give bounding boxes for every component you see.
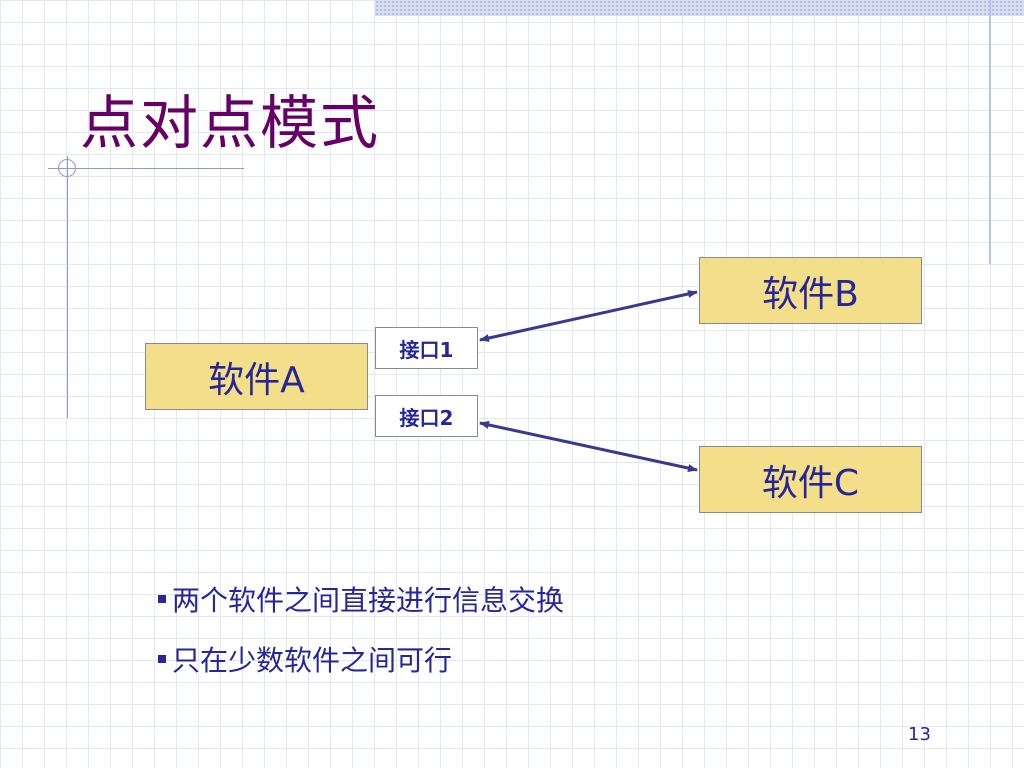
square-bullet-icon (158, 595, 166, 603)
interface-1-label: 接口1 (399, 337, 454, 362)
top-decoration-strip (375, 0, 1024, 16)
right-decoration-rule (989, 0, 991, 264)
software-a-label: 软件A (208, 359, 305, 401)
bullet-item: 两个软件之间直接进行信息交换 (158, 580, 564, 618)
bullet-text: 两个软件之间直接进行信息交换 (172, 584, 565, 617)
software-a-box: 软件A (145, 343, 368, 410)
slide-title: 点对点模式 (80, 89, 381, 157)
software-b-box: 软件B (699, 257, 922, 324)
square-bullet-icon (158, 655, 166, 663)
bullet-list: 两个软件之间直接进行信息交换 只在少数软件之间可行 (158, 580, 564, 700)
interface-2-label: 接口2 (399, 405, 454, 430)
software-c-label: 软件C (761, 462, 860, 504)
title-underline-rule (48, 168, 244, 169)
title-circle-ornament (58, 159, 76, 177)
arrow-interface2-to-software-c (479, 420, 698, 473)
software-c-box: 软件C (699, 446, 922, 513)
arrow-interface1-to-software-b (479, 290, 698, 342)
software-b-label: 软件B (762, 273, 859, 315)
bullet-text: 只在少数软件之间可行 (172, 644, 453, 677)
bullet-item: 只在少数软件之间可行 (158, 640, 564, 678)
interface-2-box: 接口2 (375, 395, 478, 437)
page-number: 13 (908, 724, 931, 745)
interface-1-box: 接口1 (375, 327, 478, 369)
title-vertical-rule (67, 156, 68, 418)
